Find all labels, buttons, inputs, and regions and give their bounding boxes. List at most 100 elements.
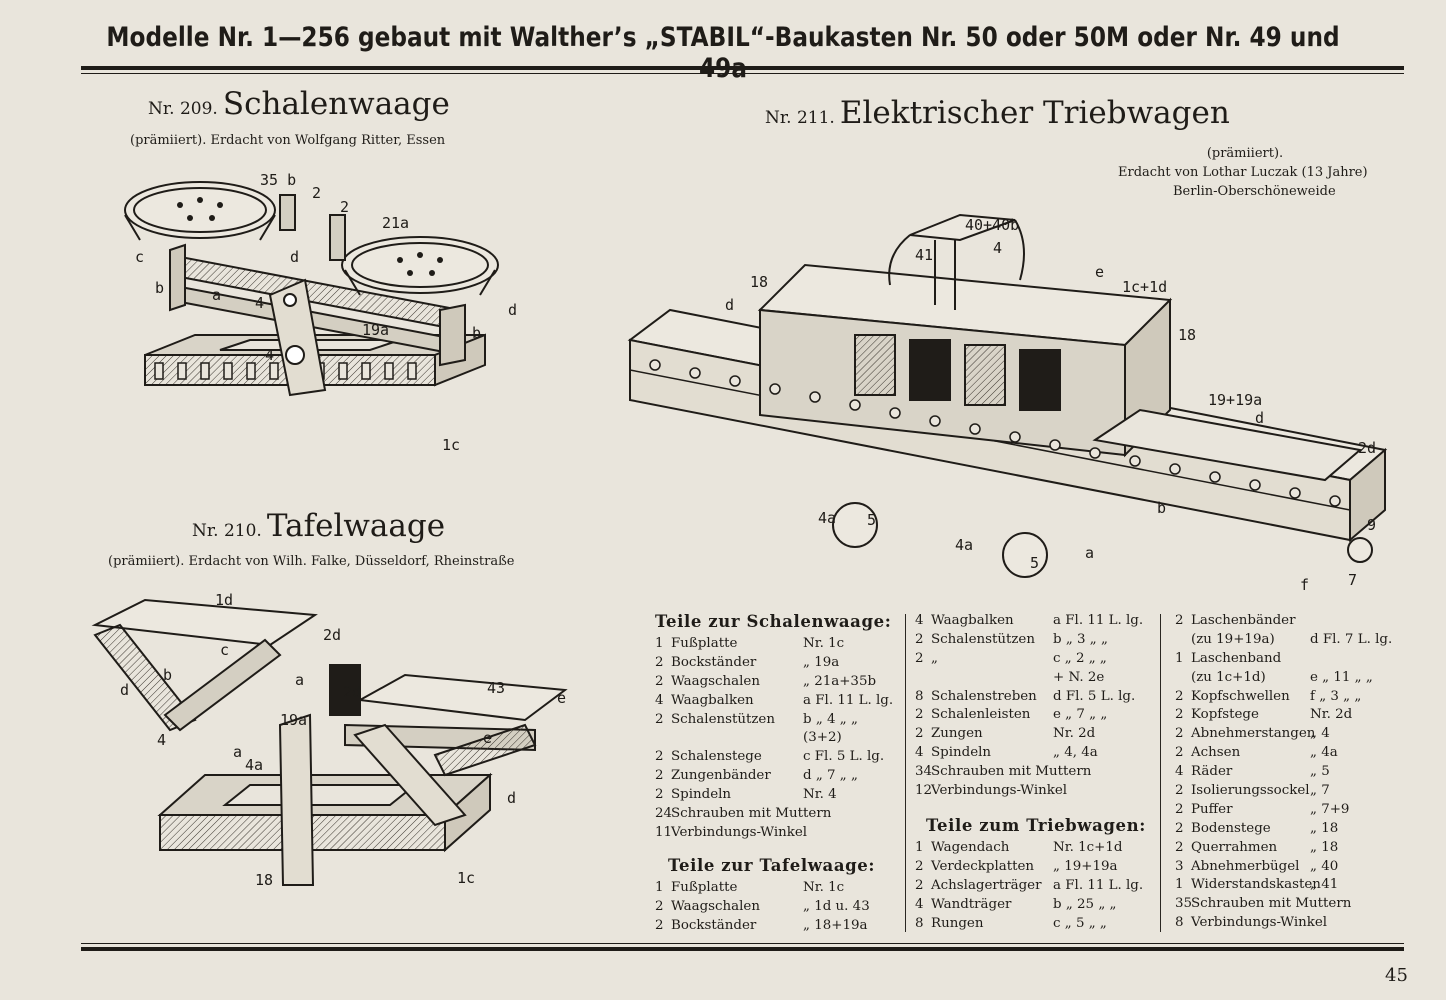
svg-text:4a: 4a bbox=[818, 509, 836, 527]
model-210-title: Nr. 210. Tafelwaage bbox=[192, 508, 445, 544]
svg-text:35 b: 35 b bbox=[260, 171, 296, 189]
parts-ref: Nr. 1c bbox=[803, 636, 845, 651]
parts-ref: + N. 2e bbox=[1053, 669, 1105, 685]
parts-name: (zu 19+19a) bbox=[1191, 631, 1275, 647]
model-211-credit-3: Berlin-Oberschöneweide bbox=[1173, 184, 1336, 199]
parts-name: Querrahmen bbox=[1191, 839, 1278, 855]
parts-name: Schrauben mit Muttern bbox=[671, 806, 832, 822]
parts-ref: Nr. 1c bbox=[803, 880, 845, 895]
parts-ref: „ 1d u. 43 bbox=[803, 898, 870, 914]
parts-ref: „ 18 bbox=[1310, 820, 1339, 836]
svg-text:19a: 19a bbox=[362, 321, 389, 339]
parts-qty: 2 bbox=[915, 707, 924, 723]
model-209-credit: (prämiiert). Erdacht von Wolfgang Ritter… bbox=[130, 133, 446, 148]
parts-qty: 2 bbox=[1175, 783, 1184, 799]
parts-name: Schalenstützen bbox=[671, 711, 775, 727]
parts-ref: „ 5 bbox=[1310, 764, 1330, 780]
parts-ref: „ 40 bbox=[1310, 858, 1339, 874]
parts-ref: a Fl. 11 L. lg. bbox=[1053, 877, 1144, 893]
model-211-title: Nr. 211. Elektrischer Triebwagen bbox=[765, 95, 1230, 131]
svg-text:1c: 1c bbox=[442, 436, 460, 454]
model-number: Nr. 209. bbox=[148, 99, 218, 119]
svg-text:21a: 21a bbox=[382, 214, 409, 232]
parts-name: Schalenleisten bbox=[931, 707, 1031, 723]
parts-heading: Teile zur Schalenwaage: bbox=[655, 612, 892, 631]
svg-text:43: 43 bbox=[487, 679, 505, 697]
parts-qty: 2 bbox=[915, 877, 924, 893]
parts-qty: 2 bbox=[1175, 613, 1184, 628]
parts-name: Verbindungs-Winkel bbox=[671, 824, 808, 840]
parts-qty: 4 bbox=[655, 692, 664, 708]
parts-qty: 11 bbox=[655, 824, 673, 840]
svg-text:1c: 1c bbox=[457, 869, 475, 887]
parts-name: Zungenbänder bbox=[671, 768, 771, 784]
parts-qty: 2 bbox=[655, 749, 664, 765]
svg-text:5: 5 bbox=[867, 511, 876, 529]
parts-qty: 1 bbox=[1175, 650, 1184, 666]
svg-text:b: b bbox=[163, 666, 172, 684]
svg-text:e: e bbox=[483, 729, 492, 747]
parts-ref: e „ 7 „ „ bbox=[1053, 707, 1108, 723]
parts-ref: Nr. 1c+1d bbox=[1053, 840, 1123, 855]
parts-ref: b „ 25 „ „ bbox=[1053, 896, 1117, 912]
parts-qty: 2 bbox=[655, 768, 664, 784]
parts-name: Wagendach bbox=[931, 840, 1010, 855]
parts-name: Kopfstege bbox=[1191, 707, 1259, 723]
svg-text:9: 9 bbox=[1367, 516, 1376, 534]
model-210-credit: (prämiiert). Erdacht von Wilh. Falke, Dü… bbox=[108, 554, 515, 569]
parts-qty: 2 bbox=[1175, 820, 1184, 836]
svg-text:d: d bbox=[508, 301, 517, 319]
model-211-credit-2: Erdacht von Lothar Luczak (13 Jahre) bbox=[1118, 165, 1368, 180]
parts-qty: 1 bbox=[655, 880, 664, 895]
parts-heading: Teile zur Tafelwaage: bbox=[668, 856, 876, 875]
parts-row: 2 Schalenleisten e „ 7 „ „ bbox=[915, 706, 1155, 725]
parts-name: Schrauben mit Muttern bbox=[931, 764, 1092, 780]
svg-text:19a: 19a bbox=[280, 711, 307, 729]
parts-name: Schalenstützen bbox=[931, 631, 1035, 647]
parts-qty: 4 bbox=[915, 613, 924, 628]
parts-qty: 2 bbox=[1175, 707, 1184, 723]
parts-name: Kopfschwellen bbox=[1191, 688, 1290, 704]
model-209-title: Nr. 209. Schalenwaage bbox=[148, 86, 450, 122]
column-separator bbox=[905, 614, 906, 932]
parts-ref: (3+2) bbox=[803, 730, 842, 746]
parts-qty: 8 bbox=[915, 688, 924, 704]
parts-qty: 2 bbox=[655, 787, 664, 803]
parts-name: Spindeln bbox=[671, 787, 732, 803]
parts-ref: b „ 4 „ „ bbox=[803, 711, 858, 727]
parts-ref: „ 21a+35b bbox=[803, 673, 877, 689]
parts-ref: „ 7 bbox=[1310, 783, 1330, 799]
svg-text:2d: 2d bbox=[323, 626, 341, 644]
parts-qty: 12 bbox=[915, 783, 933, 799]
svg-text:c: c bbox=[135, 248, 144, 266]
svg-text:2: 2 bbox=[340, 198, 349, 216]
parts-ref: „ 18 bbox=[1310, 839, 1339, 855]
svg-text:4a: 4a bbox=[245, 756, 263, 774]
svg-text:2d: 2d bbox=[343, 683, 361, 701]
svg-text:18: 18 bbox=[750, 273, 768, 291]
parts-ref: „ 4a bbox=[1310, 745, 1338, 761]
parts-ref: d Fl. 5 L. lg. bbox=[1053, 688, 1136, 704]
parts-name: Waagschalen bbox=[671, 673, 760, 689]
parts-name: Laschenbänder bbox=[1191, 613, 1296, 628]
svg-text:e: e bbox=[557, 689, 566, 707]
parts-qty: 1 bbox=[1175, 877, 1184, 893]
